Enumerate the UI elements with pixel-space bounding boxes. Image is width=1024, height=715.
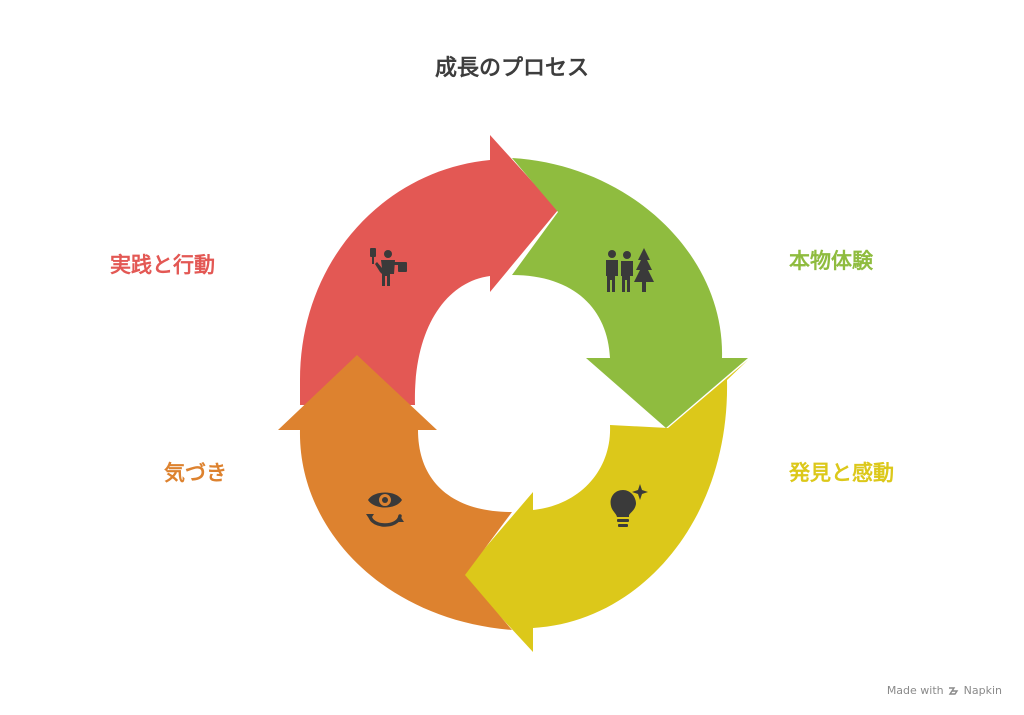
eye-cycle-icon [366, 492, 404, 527]
stage-label-practice: 実践と行動 [110, 253, 215, 277]
arrow-practice [300, 135, 558, 405]
person-with-sign-icon [370, 248, 407, 286]
arrow-real-experience [512, 158, 748, 428]
footer-text: Made with [886, 684, 944, 697]
lightbulb-sparkle-icon [610, 484, 648, 527]
arrow-awareness [278, 355, 512, 630]
footer-brand: Napkin [963, 684, 1002, 697]
stage-label-awareness: 気づき [164, 461, 227, 485]
stage-label-real-experience: 本物体験 [789, 249, 873, 273]
people-and-tree-icon [606, 248, 654, 292]
arrow-discovery [462, 360, 748, 652]
made-with-napkin-footer[interactable]: Made with Napkin [887, 684, 1002, 697]
diagram-title: 成長のプロセス [434, 56, 589, 81]
napkin-logo-icon [948, 686, 958, 695]
stage-label-discovery: 発見と感動 [789, 461, 894, 485]
